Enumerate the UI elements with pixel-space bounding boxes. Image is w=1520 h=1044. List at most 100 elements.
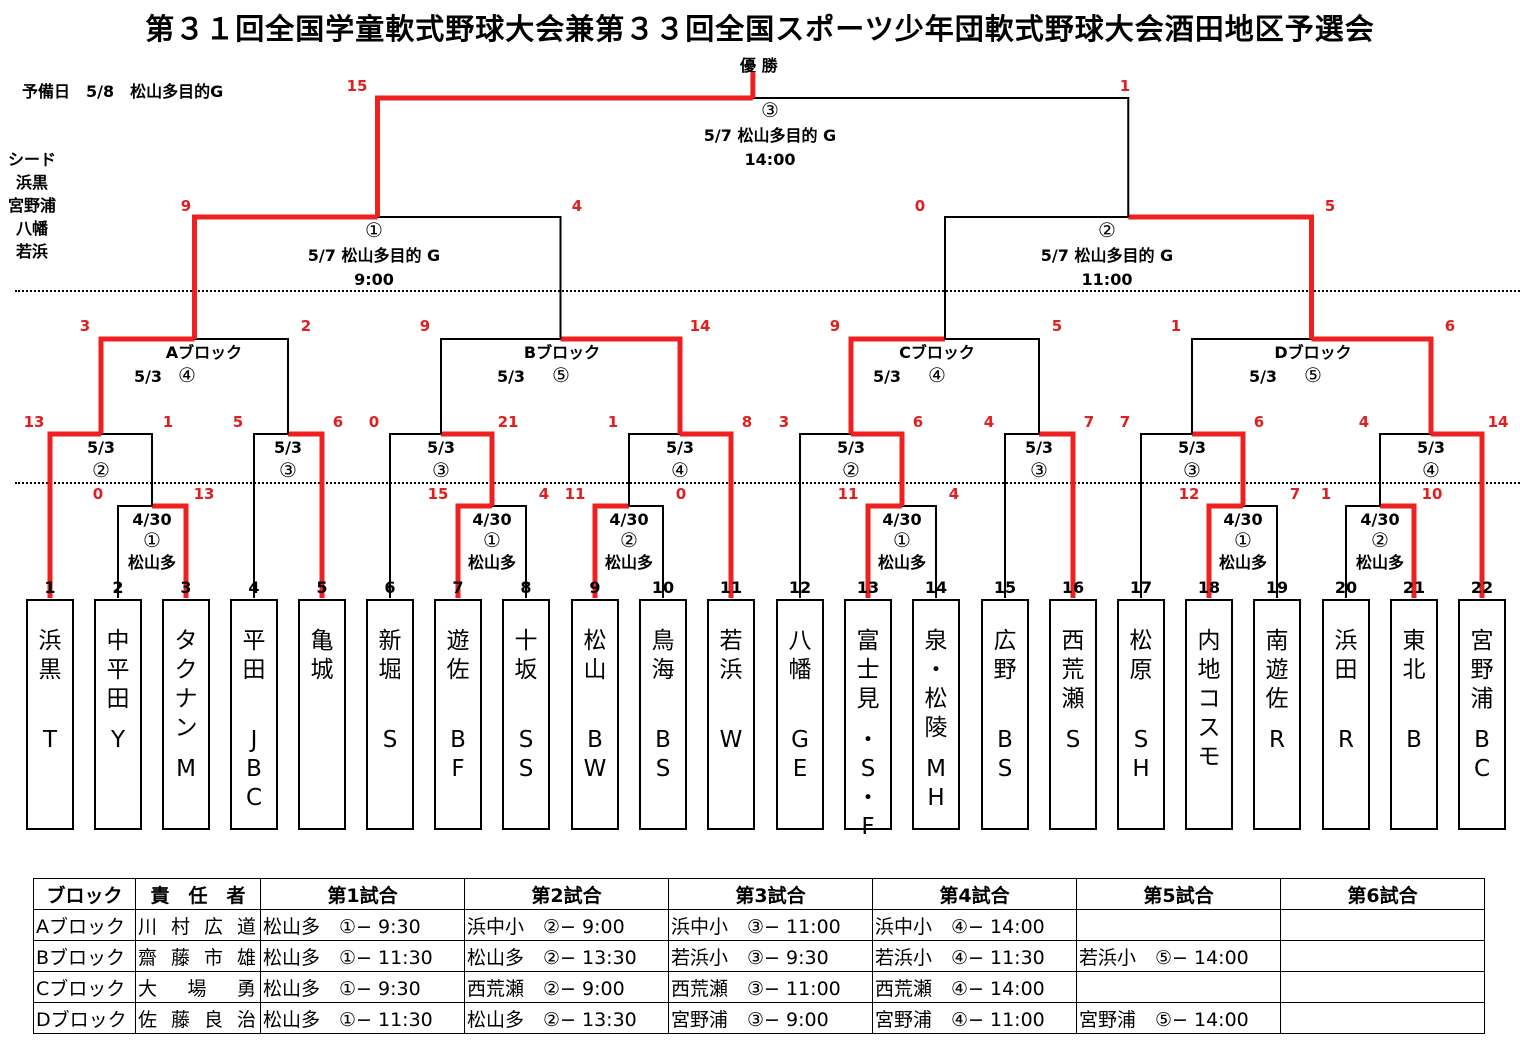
- semi-time: 11:00: [1081, 270, 1133, 289]
- team-box: 新堀 S: [366, 599, 414, 830]
- match-date: 5/3: [273, 438, 303, 457]
- manager-cell: 川村広道: [135, 909, 261, 941]
- team-name: 浜黒: [38, 628, 62, 683]
- bracket-line: [377, 216, 562, 339]
- header-cell: 第5試合: [1076, 878, 1281, 910]
- game-cell: 松山多 ①− 9:30: [260, 971, 465, 1003]
- match-number: ①: [1234, 528, 1252, 552]
- team-abbr: Y: [110, 727, 126, 753]
- seed-team: 宮野浦: [7, 196, 56, 215]
- manager-cell: 齋藤市雄: [135, 940, 261, 972]
- score: 11: [837, 485, 859, 503]
- score: 8: [741, 413, 753, 431]
- team-number: 21: [1402, 578, 1426, 597]
- game-cell: 宮野浦 ④− 11:00: [872, 1002, 1077, 1034]
- final-game-number: ③: [761, 98, 779, 122]
- bracket-line: [253, 433, 288, 598]
- bracket-line: [799, 433, 851, 598]
- match-date: 5/3: [1177, 438, 1207, 457]
- score: 6: [912, 413, 924, 431]
- bracket-line: [1243, 505, 1278, 598]
- team-box: 浜黒 T: [26, 599, 74, 830]
- game-cell: 宮野浦 ⑤− 14:00: [1076, 1002, 1281, 1034]
- seed-team: 浜黒: [15, 173, 48, 192]
- score: 6: [1444, 317, 1456, 335]
- header-cell: ブロック: [33, 878, 136, 910]
- match-venue: 松山多: [467, 553, 516, 572]
- team-number: 14: [924, 578, 948, 597]
- team-number: 6: [384, 578, 396, 597]
- team-box: 亀城: [298, 599, 346, 830]
- seed-heading: シード: [7, 150, 56, 169]
- block-game-number: ④: [928, 363, 946, 387]
- bracket-line: [389, 433, 441, 598]
- score: 21: [497, 413, 519, 431]
- team-name: 八幡: [788, 628, 812, 683]
- team-name: 富士見: [856, 628, 880, 712]
- game-cell: 浜中小 ③− 11:00: [668, 909, 873, 941]
- game-cell: 松山多 ①− 9:30: [260, 909, 465, 941]
- header-cell: 第6試合: [1280, 878, 1485, 910]
- table-row: Dブロック 佐藤良治 松山多 ①− 11:30 松山多 ②− 13:30 宮野浦…: [33, 1002, 1485, 1034]
- team-number: 11: [719, 578, 743, 597]
- manager-cell: 佐藤良治: [135, 1002, 261, 1034]
- block-cell: Cブロック: [33, 971, 136, 1003]
- team-name: 東北: [1402, 628, 1426, 683]
- team-name: 遊佐: [446, 628, 470, 683]
- game-cell: 松山多 ②− 13:30: [464, 940, 669, 972]
- block-cell: Bブロック: [33, 940, 136, 972]
- score: 1: [1320, 485, 1332, 503]
- team-name: 新堀: [378, 628, 402, 683]
- final-time: 14:00: [744, 150, 796, 169]
- final-venue: 5/7 松山多目的 G: [703, 126, 837, 145]
- team-name: 松原: [1129, 628, 1153, 683]
- game-cell: [1076, 971, 1281, 1003]
- team-number: 13: [856, 578, 880, 597]
- winner-path-line: [288, 431, 325, 598]
- winner-path-line: [848, 336, 945, 434]
- team-number: 8: [520, 578, 532, 597]
- winner-path-line: [375, 95, 753, 217]
- match-number: ③: [1183, 458, 1201, 482]
- score: 1: [1119, 77, 1131, 95]
- match-date: 4/30: [132, 510, 172, 529]
- winner-path-line: [592, 503, 629, 598]
- winner-path-line: [1128, 214, 1314, 339]
- score: 12: [1178, 485, 1200, 503]
- match-date: 4/30: [609, 510, 649, 529]
- manager-cell: 大場勇: [135, 971, 261, 1003]
- score: 3: [79, 317, 91, 335]
- winner-path-line: [47, 431, 101, 598]
- score: 3: [778, 413, 790, 431]
- match-date: 5/3: [426, 438, 456, 457]
- match-number: ②: [1371, 528, 1389, 552]
- match-date: 4/30: [882, 510, 922, 529]
- score: 9: [829, 317, 841, 335]
- team-name: 広野: [993, 628, 1017, 683]
- reserve-day: 予備日 5/8 松山多目的G: [22, 82, 224, 101]
- game-cell: 松山多 ①− 11:30: [260, 940, 465, 972]
- page-title: 第３１回全国学童軟式野球大会兼第３３回全国スポーツ少年団軟式野球大会酒田地区予選…: [145, 12, 1375, 46]
- bracket-line: [101, 433, 153, 506]
- match-venue: 松山多: [1218, 553, 1267, 572]
- score: 4: [983, 413, 995, 431]
- bracket-lines: [47, 72, 1485, 598]
- game-cell: [1280, 940, 1485, 972]
- match-date: 5/3: [1416, 438, 1446, 457]
- team-number: 12: [788, 578, 812, 597]
- table-row: Cブロック 大場勇 松山多 ①− 9:30 西荒瀬 ②− 9:00 西荒瀬 ③−…: [33, 971, 1485, 1003]
- score: 1: [162, 413, 174, 431]
- block-date: 5/3: [872, 367, 902, 386]
- team-name: 泉・松陵: [924, 628, 948, 741]
- match-venue: 松山多: [127, 553, 176, 572]
- team-abbr: ・S・F: [856, 727, 880, 840]
- game-cell: [1280, 909, 1485, 941]
- team-number: 19: [1265, 578, 1289, 597]
- match-number: ①: [893, 528, 911, 552]
